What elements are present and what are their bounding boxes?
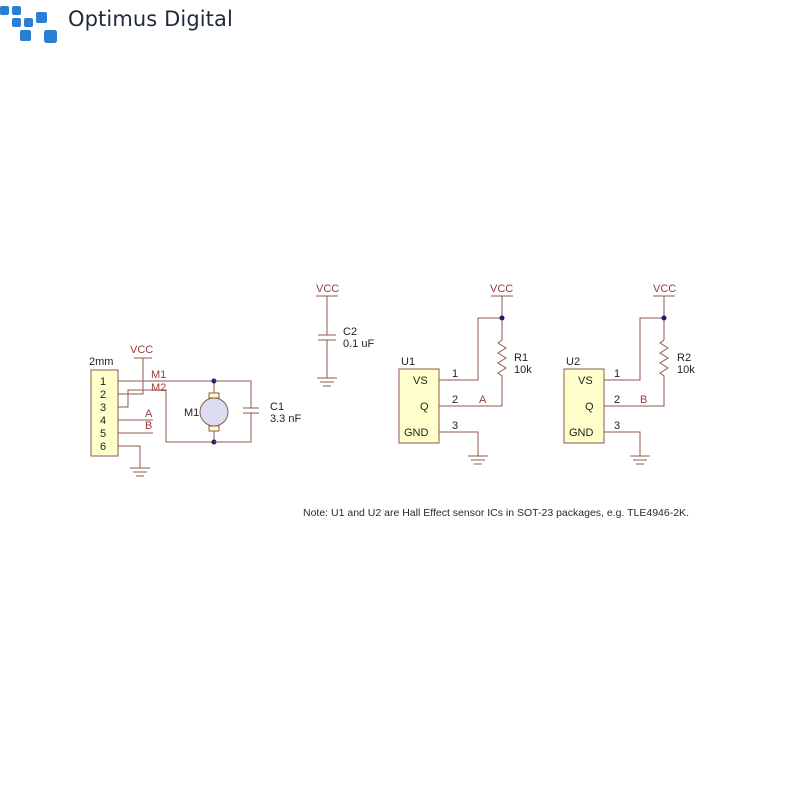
header-connector: [90, 369, 119, 457]
u2-pin-gnd: GND: [569, 427, 594, 439]
motor-ref: M1: [184, 407, 199, 419]
c1-wire-top: [214, 380, 252, 408]
brand-logo: Optimus Digital: [0, 0, 240, 48]
vcc-label-u1: VCC: [490, 283, 513, 295]
r1-value: 10k: [514, 364, 532, 376]
u1-pin-gnd: GND: [404, 427, 429, 439]
u2-wire-vs: [604, 317, 664, 381]
ground-symbol-u1: [468, 455, 488, 465]
c2-ref: C2: [343, 326, 357, 338]
header-pin-1: 1: [100, 376, 106, 388]
u1-wire-vs: [439, 317, 502, 381]
net-label-m1: M1: [151, 369, 166, 381]
u1-pin-num-3: 3: [452, 420, 458, 432]
header-pin-3: 3: [100, 402, 106, 414]
u1-pin-num-2: 2: [452, 394, 458, 406]
u1-pin-num-1: 1: [452, 368, 458, 380]
u1-pin-q: Q: [420, 401, 429, 413]
u1-wire-gnd: [439, 431, 479, 456]
u2-wire-q: [604, 380, 665, 407]
vcc-wire-header: [118, 358, 144, 395]
header-pin-6: 6: [100, 441, 106, 453]
schematic-note: Note: U1 and U2 are Hall Effect sensor I…: [303, 507, 689, 519]
vcc-label-c2: VCC: [316, 283, 339, 295]
r1-ref: R1: [514, 352, 528, 364]
u2-net-out: B: [640, 394, 647, 406]
brand-name: Optimus Digital: [68, 7, 233, 31]
junction-u2-vcc: [661, 315, 667, 321]
wire-m2: [118, 389, 214, 443]
u2-pin-num-2: 2: [614, 394, 620, 406]
vcc-label-u2: VCC: [653, 283, 676, 295]
c1-ref: C1: [270, 401, 284, 413]
u2-pin-vs: VS: [578, 375, 593, 387]
r2-value: 10k: [677, 364, 695, 376]
r2-ref: R2: [677, 352, 691, 364]
u2-pin-q: Q: [585, 401, 594, 413]
net-label-b-header: B: [145, 420, 152, 432]
u2-pin-num-1: 1: [614, 368, 620, 380]
net-label-a-header: A: [145, 408, 153, 420]
u1-pin-vs: VS: [413, 375, 428, 387]
motor-brush-bottom: [208, 425, 220, 432]
vcc-label-header: VCC: [130, 344, 153, 356]
header-pin-5: 5: [100, 428, 106, 440]
header-label: 2mm: [89, 356, 113, 368]
ground-symbol-header: [130, 467, 150, 477]
header-pin-2: 2: [100, 389, 106, 401]
header-pin-4: 4: [100, 415, 106, 427]
c1-value: 3.3 nF: [270, 413, 301, 425]
r1-resistor: [497, 339, 507, 380]
c1-wire-bottom: [214, 413, 252, 443]
c2-value: 0.1 uF: [343, 338, 374, 350]
u2-ref: U2: [566, 356, 580, 368]
u2-pin-num-3: 3: [614, 420, 620, 432]
u1-net-out: A: [479, 394, 487, 406]
u1-ref: U1: [401, 356, 415, 368]
ground-symbol-u2: [630, 455, 650, 465]
optimus-logo-icon: [0, 6, 57, 43]
u1-wire-q: [439, 380, 503, 407]
junction-u1-vcc: [499, 315, 505, 321]
wire-gnd-header: [118, 445, 141, 468]
motor-brush-top: [208, 392, 220, 399]
net-label-m2: M2: [151, 382, 166, 394]
ground-symbol-c2: [317, 377, 337, 387]
r2-resistor: [659, 339, 669, 380]
motor-icon: [199, 397, 229, 427]
u2-wire-gnd: [604, 431, 641, 456]
